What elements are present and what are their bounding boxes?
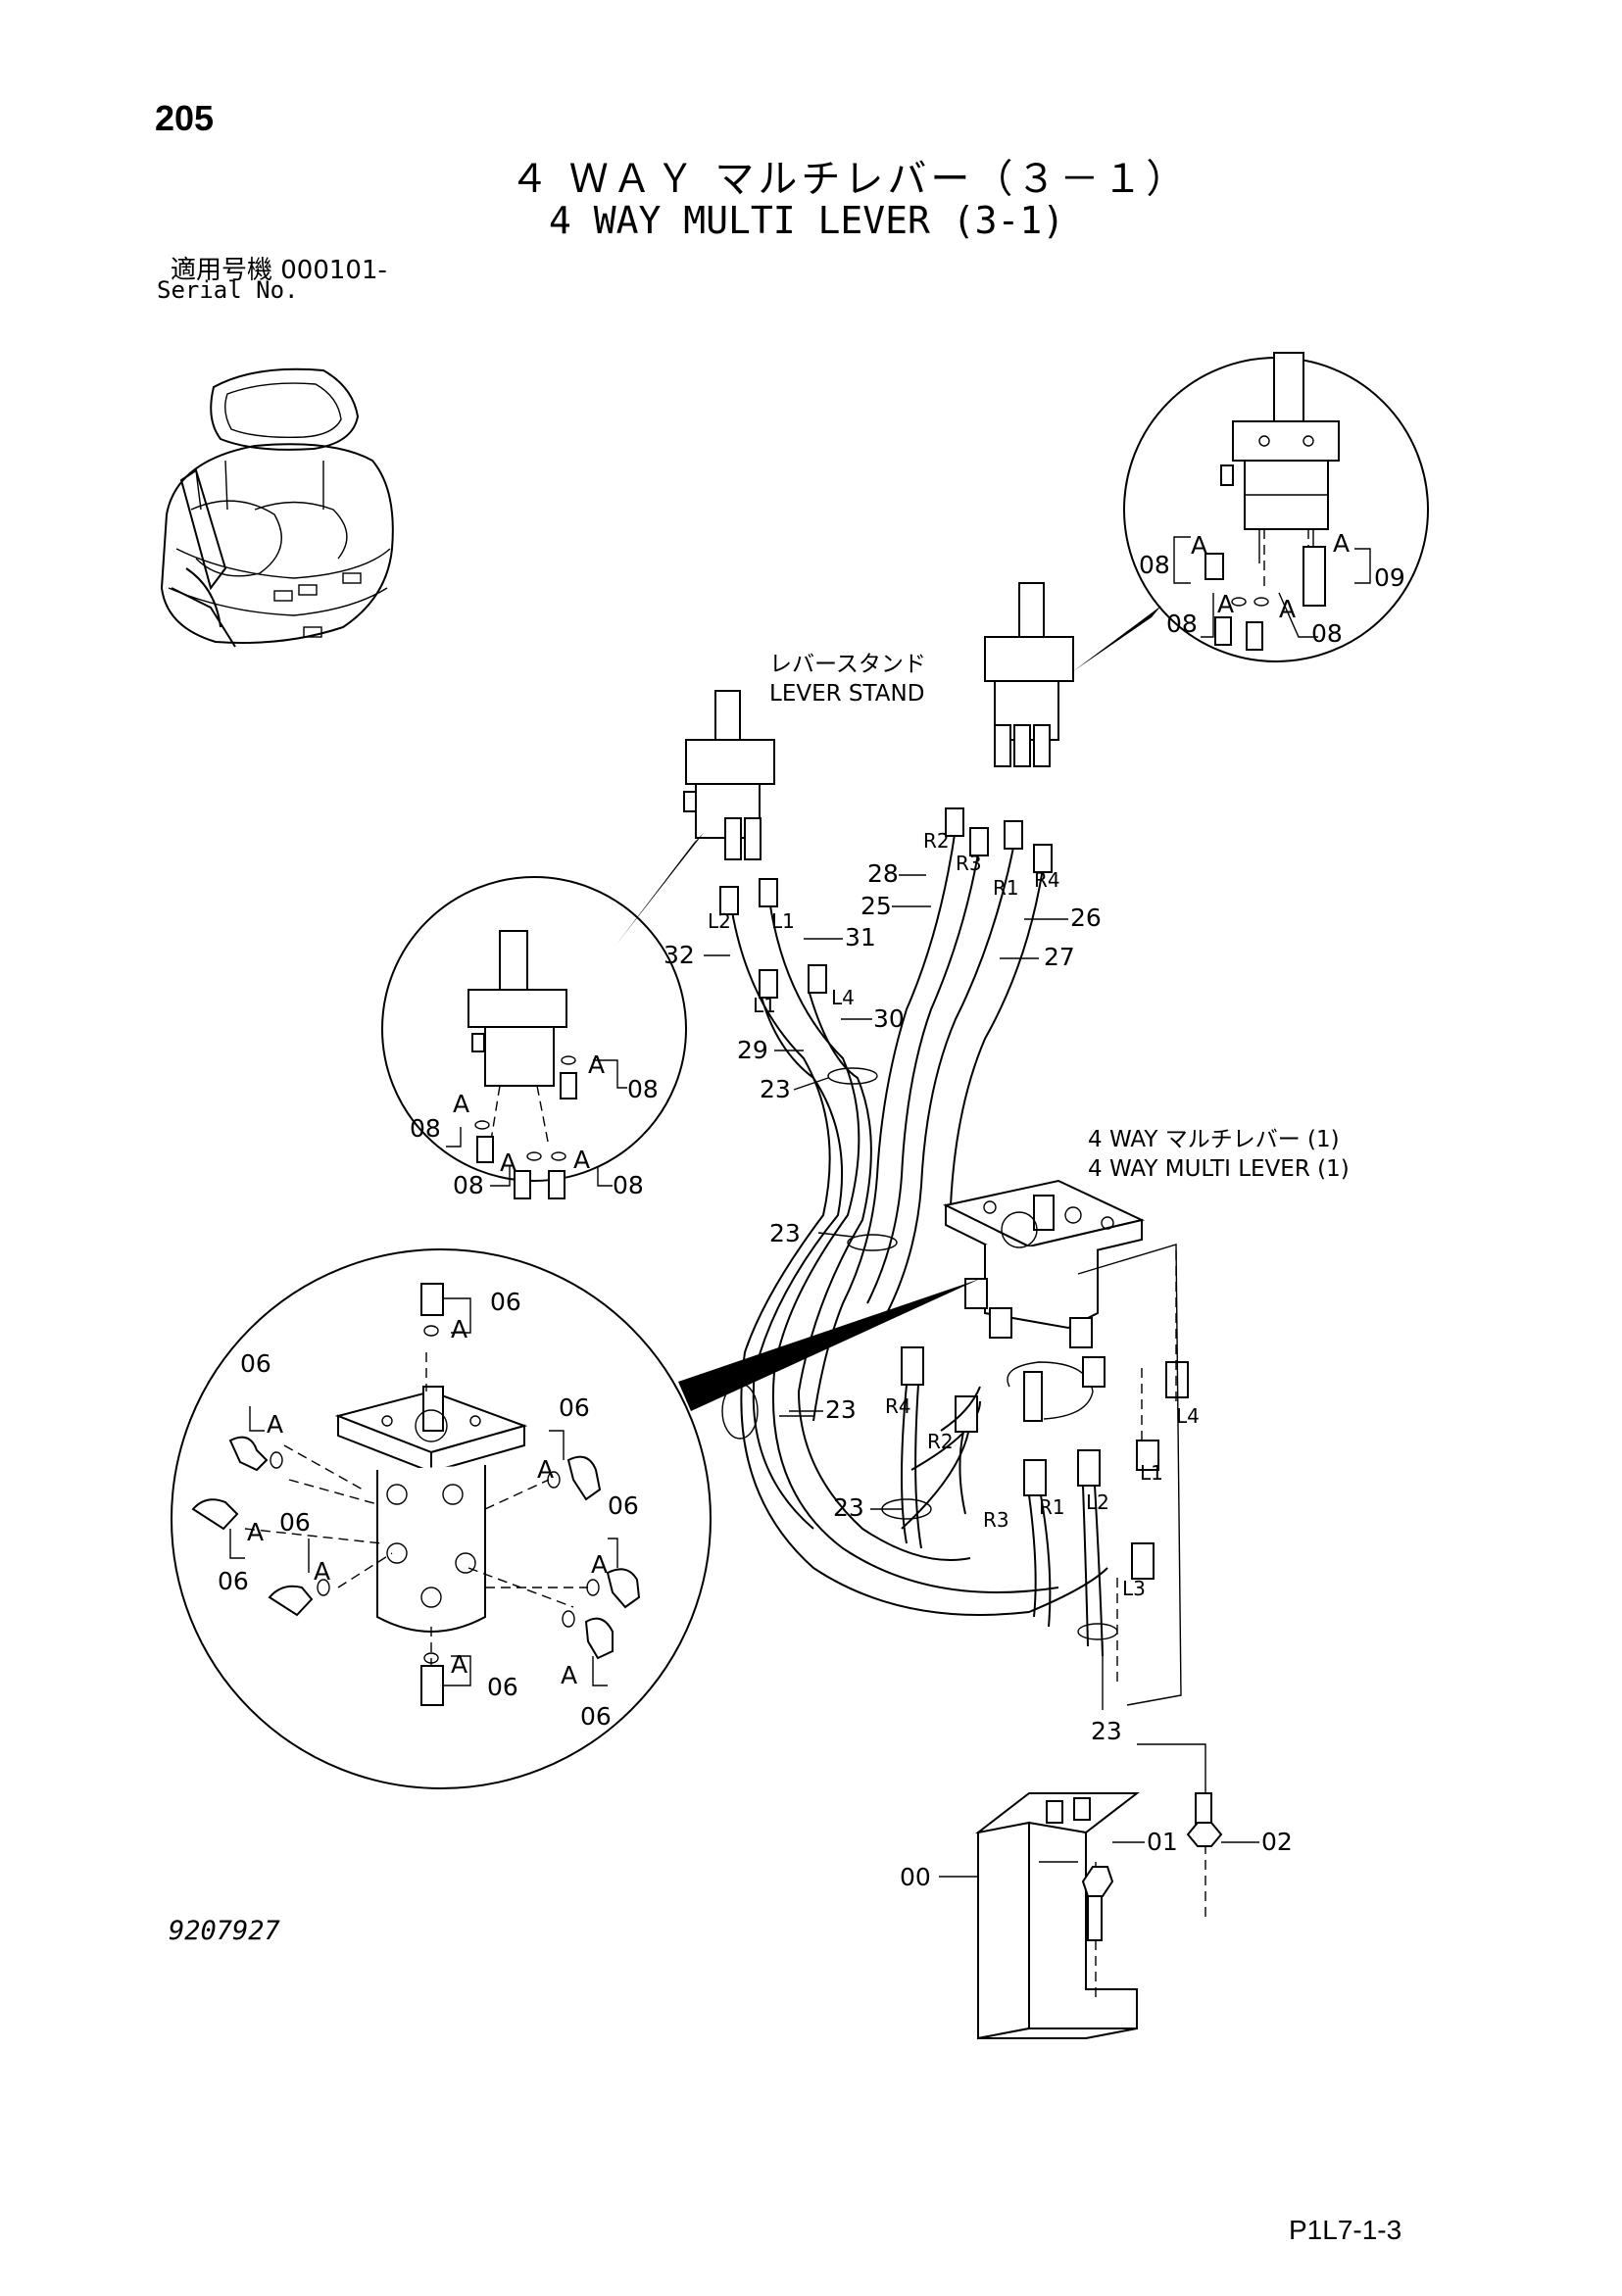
left-lever-assembly	[683, 690, 775, 860]
part-number-08: 08	[453, 1171, 484, 1199]
serial-label-japanese: 適用号機 000101-	[171, 256, 387, 285]
port-label-R3: R3	[956, 852, 982, 875]
part-number-08: 08	[627, 1075, 659, 1103]
port-label-L1: L1	[1140, 1461, 1163, 1485]
port-label-R1: R1	[1039, 1495, 1065, 1519]
page-title-japanese: ４ ＷＡＹ マルチレバー（３－１）	[510, 157, 1190, 202]
part-number-23: 23	[760, 1075, 791, 1103]
part-number-26: 26	[1070, 904, 1102, 932]
part-label-A: A	[537, 1455, 554, 1484]
part-number-23: 23	[833, 1493, 864, 1522]
part-number-23: 23	[1091, 1717, 1122, 1745]
part-label-A: A	[451, 1650, 467, 1679]
port-label-L2: L2	[1086, 1490, 1109, 1514]
part-number-25: 25	[860, 892, 892, 920]
part-number-06: 06	[279, 1508, 311, 1537]
multi-lever-label-japanese: 4 WAY マルチレバー (1)	[1088, 1127, 1340, 1152]
part-number-29: 29	[737, 1036, 768, 1064]
port-label-L1: L1	[771, 909, 795, 933]
part-number-08: 08	[410, 1114, 441, 1143]
part-number-06: 06	[490, 1288, 521, 1316]
machine-overview-illustration	[160, 367, 394, 648]
part-label-A: A	[247, 1518, 264, 1546]
part-number-23: 23	[825, 1395, 857, 1424]
part-label-A: A	[1191, 531, 1207, 560]
port-label-L4: L4	[1176, 1404, 1200, 1428]
multi-lever-label-english: 4 WAY MULTI LEVER (1)	[1088, 1156, 1350, 1182]
part-number-27: 27	[1044, 943, 1075, 971]
part-label-A: A	[591, 1550, 608, 1579]
port-label-R3: R3	[983, 1508, 1009, 1532]
detail-circle-valve-fittings: A A A A A A A A 06 06 06 06 06 06 06 06	[171, 1248, 712, 1789]
part-number-08: 08	[1139, 551, 1170, 579]
part-label-A: A	[500, 1148, 516, 1177]
part-label-A: A	[1279, 595, 1296, 623]
part-number-31: 31	[845, 923, 876, 952]
part-number-30: 30	[873, 1004, 905, 1033]
part-number-28: 28	[867, 859, 899, 888]
port-label-L2: L2	[708, 909, 731, 933]
hose-fittings	[719, 807, 1053, 999]
part-label-A: A	[1333, 529, 1350, 558]
leader-wedge-left	[615, 833, 704, 946]
part-number-06: 06	[580, 1702, 612, 1731]
port-label-R4: R4	[885, 1394, 911, 1418]
part-label-A: A	[451, 1315, 467, 1343]
detail-circle-right-lever: A A A A 08 09 08 08	[1123, 352, 1429, 662]
detail-circle-left-lever: A A A A 08 08 08 08	[381, 876, 687, 1199]
part-number-06: 06	[240, 1349, 271, 1378]
part-number-08: 08	[1166, 610, 1198, 638]
port-label-L3: L3	[1122, 1577, 1146, 1600]
mounting-bracket	[975, 1743, 1223, 2040]
part-label-A: A	[1217, 590, 1234, 618]
part-number-06: 06	[218, 1567, 249, 1595]
part-number-06: 06	[608, 1491, 639, 1520]
part-label-A: A	[453, 1090, 469, 1118]
page-code: P1L7-1-3	[1289, 2215, 1402, 2245]
port-label-L1: L1	[753, 994, 776, 1017]
lever-stand-label-english: LEVER STAND	[769, 681, 924, 707]
part-label-A: A	[561, 1661, 577, 1689]
port-label-L4: L4	[831, 986, 855, 1009]
part-label-A: A	[267, 1410, 283, 1439]
hose-clamps	[721, 1067, 1118, 1640]
serial-label-english: Serial No.	[157, 276, 299, 304]
port-label-R2: R2	[923, 829, 950, 853]
port-label-R1: R1	[993, 876, 1019, 900]
leader-wedge-right	[1073, 606, 1161, 671]
part-number-32: 32	[664, 941, 695, 969]
part-number-08: 08	[613, 1171, 644, 1199]
page-number: 205	[155, 98, 215, 138]
page-title-english: 4 WAY MULTI LEVER (3-1)	[549, 199, 1065, 242]
multi-lever-valve	[942, 1179, 1146, 1422]
port-label-R4: R4	[1034, 868, 1060, 892]
part-number-08: 08	[1311, 619, 1343, 648]
part-number-06: 06	[559, 1393, 590, 1422]
lower-hose-fittings	[901, 1244, 1189, 1706]
part-number-01: 01	[1147, 1828, 1178, 1856]
part-number-09: 09	[1374, 563, 1405, 592]
lever-stand-label-japanese: レバースタンド	[769, 652, 926, 677]
drawing-number: 9207927	[169, 1916, 280, 1946]
part-number-06: 06	[487, 1673, 518, 1701]
right-lever-assembly	[984, 582, 1074, 767]
port-label-R2: R2	[927, 1430, 954, 1453]
part-label-A: A	[573, 1146, 590, 1174]
part-label-A: A	[314, 1557, 330, 1586]
part-label-A: A	[588, 1050, 605, 1079]
part-number-00: 00	[900, 1863, 931, 1891]
part-number-23: 23	[769, 1219, 801, 1247]
part-number-02: 02	[1261, 1828, 1293, 1856]
leader-wedge-bottom	[678, 1279, 980, 1411]
